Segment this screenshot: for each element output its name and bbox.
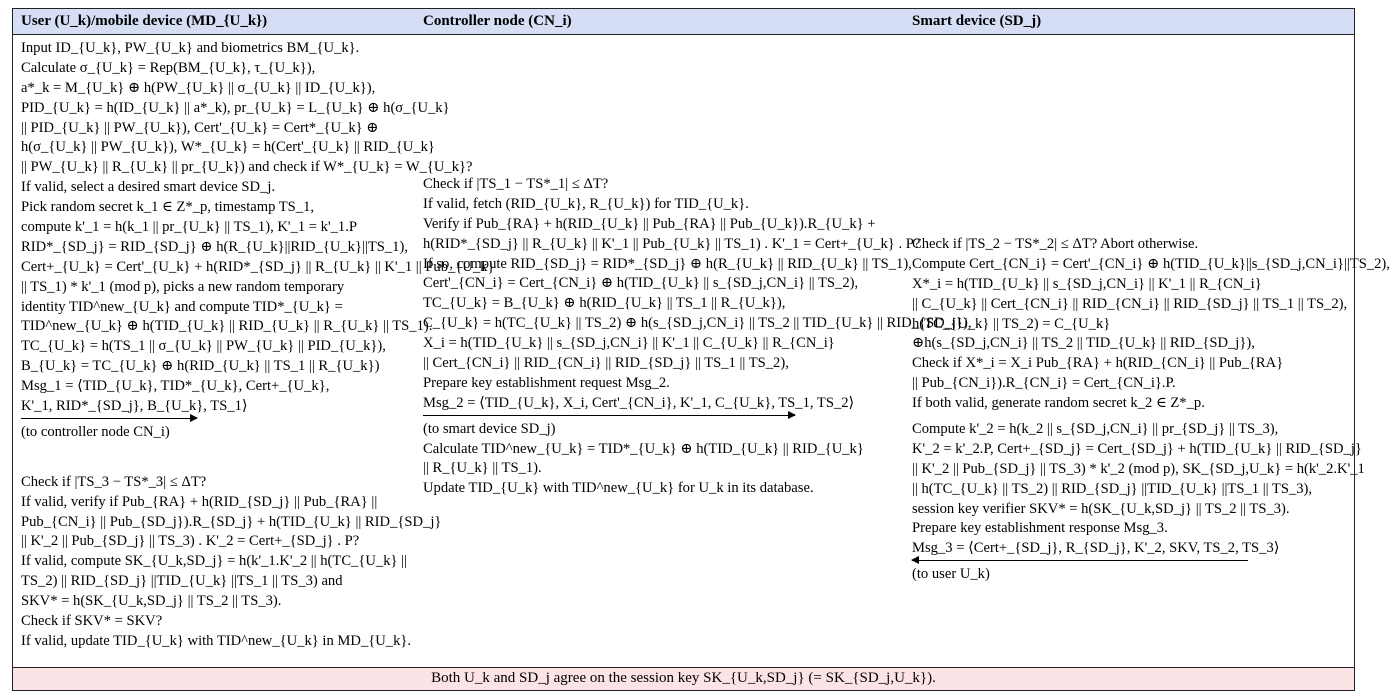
user-block2-line: TS_2) || RID_{SD_j} ||TID_{U_k} ||TS_1 |… <box>21 573 343 590</box>
header-user: User (U_k)/mobile device (MD_{U_k}) <box>21 13 268 29</box>
sd-block1-line: Check if X*_i = X_i Pub_{RA} + h(RID_{CN… <box>912 355 1284 372</box>
sd-block2-line: K'_2 = k'_2.P, Cert+_{SD_j} = Cert_{SD_j… <box>912 440 1362 457</box>
sd-block2-line: session key verifier SKV* = h(SK_{U_k,SD… <box>912 500 1290 517</box>
user-block2-line: Pub_{CN_i} || Pub_{SD_j}).R_{SD_j} + h(T… <box>21 513 442 530</box>
user-to-cn-label: (to controller node CN_i) <box>21 423 170 440</box>
cn-block-line: Cert'_{CN_i} = Cert_{CN_i} ⊕ h(TID_{U_k}… <box>423 275 859 292</box>
user-block1-line: || PW_{U_k} || R_{U_k} || pr_{U_k}) and … <box>21 159 473 176</box>
user-block1-line: Cert+_{U_k} = Cert'_{U_k} + h(RID*_{SD_j… <box>21 258 495 275</box>
sd-block2-line: || h(TC_{U_k} || TS_2) || RID_{SD_j} ||T… <box>912 480 1313 497</box>
cn-block2-line: Update TID_{U_k} with TID^new_{U_k} for … <box>423 480 814 497</box>
user-block2-line: If valid, compute SK_{U_k,SD_j} = h(k'_1… <box>21 553 407 570</box>
user-block1-line: PID_{U_k} = h(ID_{U_k} || a*_k), pr_{U_k… <box>21 99 450 116</box>
cn-block-line: Verify if Pub_{RA} + h(RID_{U_k} || Pub_… <box>423 215 876 232</box>
arrow-msg3 <box>911 556 1248 565</box>
sd-block1-line: Check if |TS_2 − TS*_2| ≤ ΔT? Abort othe… <box>912 236 1199 252</box>
user-block1-line: || PID_{U_k} || PW_{U_k}), Cert'_{U_k} =… <box>21 119 379 136</box>
cn-block-line: Msg_2 = ⟨TID_{U_k}, X_i, Cert'_{CN_i}, K… <box>423 394 855 411</box>
sd-block1-line: Compute Cert_{CN_i} = Cert'_{CN_i} ⊕ h(T… <box>912 255 1390 272</box>
smart-device-column: Check if |TS_2 − TS*_2| ≤ ΔT? Abort othe… <box>911 235 1390 585</box>
sd-block2-line: Prepare key establishment response Msg_3… <box>912 520 1168 537</box>
arrow-msg1 <box>21 413 198 422</box>
sd-block2-line: Compute k'_2 = h(k_2 || s_{SD_j,CN_i} ||… <box>912 421 1279 438</box>
protocol-table: User (U_k)/mobile device (MD_{U_k}) Cont… <box>12 8 1390 691</box>
user-block2-line: Check if SKV* = SKV? <box>21 613 163 630</box>
cn-block-line: || Cert_{CN_i} || RID_{CN_i} || RID_{SD_… <box>423 355 789 372</box>
user-block1-line: h(σ_{U_k} || PW_{U_k}), W*_{U_k} = h(Cer… <box>21 139 435 156</box>
user-block1-line: Pick random secret k_1 ∈ Z*_p, timestamp… <box>21 199 315 216</box>
user-block1-line: compute k'_1 = h(k_1 || pr_{U_k} || TS_1… <box>21 219 357 236</box>
controller-update-step: Calculate TID^new_{U_k} = TID*_{U_k} ⊕ h… <box>423 440 971 500</box>
user-block1-line: K'_1, RID*_{SD_j}, B_{U_k}, TS_1⟩ <box>21 398 248 415</box>
sd-block1-line: || Pub_{CN_i}).R_{CN_i} = Cert_{CN_i}.P. <box>912 375 1176 392</box>
sd-block1-line: X*_i = h(TID_{U_k} || s_{SD_j,CN_i} || K… <box>912 275 1262 292</box>
cn-to-sd-label: (to smart device SD_j) <box>423 420 556 437</box>
user-step-1: Input ID_{U_k}, PW_{U_k} and biometrics … <box>21 39 494 417</box>
cn-block-line: TC_{U_k} = B_{U_k} ⊕ h(RID_{U_k} || TS_1… <box>423 295 786 312</box>
sd-block2-line: Msg_3 = ⟨Cert+_{SD_j}, R_{SD_j}, K'_2, S… <box>912 540 1280 557</box>
cn-block-line: h(RID*_{SD_j} || R_{U_k} || K'_1 || Pub_… <box>423 235 921 252</box>
user-block1-line: TID^new_{U_k} ⊕ h(TID_{U_k} || RID_{U_k}… <box>21 318 433 335</box>
user-block1-line: If valid, select a desired smart device … <box>21 179 276 196</box>
smart-step-1: Check if |TS_2 − TS*_2| ≤ ΔT? Abort othe… <box>912 235 1390 414</box>
user-step-2: Check if |TS_3 − TS*_3| ≤ ΔT? If valid, v… <box>21 473 494 652</box>
user-block1-line: B_{U_k} = TC_{U_k} ⊕ h(RID_{U_k} || TS_1… <box>21 358 380 375</box>
smart-step-2: Compute k'_2 = h(k_2 || s_{SD_j,CN_i} ||… <box>912 420 1390 559</box>
cn-block2-line: || R_{U_k} || TS_1). <box>423 460 542 477</box>
sd-block1-line: h(TC_{U_k} || TS_2) = C_{U_k} <box>912 315 1111 332</box>
user-block2-line: If valid, verify if Pub_{RA} + h(RID_{SD… <box>21 493 378 510</box>
user-block2-line: If valid, update TID_{U_k} with TID^new_… <box>21 632 412 649</box>
cn-block-line: Check if |TS_1 − TS*_1| ≤ ΔT? <box>423 176 609 192</box>
controller-column: Check if |TS_1 − TS*_1| ≤ ΔT? If valid, f… <box>423 175 971 499</box>
user-block1-line: a*_k = M_{U_k} ⊕ h(PW_{U_k} || σ_{U_k} |… <box>21 79 376 96</box>
user-block1-line: identity TID^new_{U_k} and compute TID*_… <box>21 298 343 315</box>
sd-block1-line: ⊕h(s_{SD_j,CN_i} || TS_2 || TID_{U_k} ||… <box>912 335 1255 352</box>
user-block2-line: SKV* = h(SK_{U_k,SD_j} || TS_2 || TS_3). <box>21 593 282 610</box>
user-block1-line: Msg_1 = ⟨TID_{U_k}, TID*_{U_k}, Cert+_{U… <box>21 378 330 395</box>
user-block1-line: Calculate σ_{U_k} = Rep(BM_{U_k}, τ_{U_k… <box>21 59 316 76</box>
arrow-msg2 <box>423 410 796 419</box>
cn-block-line: C_{U_k} = h(TC_{U_k} || TS_2) ⊕ h(s_{SD_… <box>423 315 972 332</box>
cn-block2-line: Calculate TID^new_{U_k} = TID*_{U_k} ⊕ h… <box>423 440 864 457</box>
user-block1-line: TC_{U_k} = h(TS_1 || σ_{U_k} || PW_{U_k}… <box>21 338 386 355</box>
controller-step: Check if |TS_1 − TS*_1| ≤ ΔT? If valid, f… <box>423 175 971 414</box>
header-controller: Controller node (CN_i) <box>423 13 572 29</box>
user-column: Input ID_{U_k}, PW_{U_k} and biometrics … <box>21 39 494 652</box>
sd-block1-line: If both valid, generate random secret k_… <box>912 395 1205 412</box>
cn-block-line: If so, compute RID_{SD_j} = RID*_{SD_j} … <box>423 255 912 272</box>
cn-block-line: If valid, fetch (RID_{U_k}, R_{U_k}) for… <box>423 195 749 212</box>
table-header: User (U_k)/mobile device (MD_{U_k}) Cont… <box>13 9 1354 35</box>
sd-block1-line: || C_{U_k} || Cert_{CN_i} || RID_{CN_i} … <box>912 295 1348 312</box>
user-block1-line: || TS_1) * k'_1 (mod p), picks a new ran… <box>21 278 345 295</box>
cn-block-line: X_i = h(TID_{U_k} || s_{SD_j,CN_i} || K'… <box>423 335 835 352</box>
user-block2-line: Check if |TS_3 − TS*_3| ≤ ΔT? <box>21 473 207 490</box>
user-block1-line: RID*_{SD_j} = RID_{SD_j} ⊕ h(R_{U_k}||RI… <box>21 238 408 255</box>
header-smart-device: Smart device (SD_j) <box>912 13 1042 29</box>
user-block1-line: Input ID_{U_k}, PW_{U_k} and biometrics … <box>21 40 360 56</box>
session-key-footer: Both U_k and SD_j agree on the session k… <box>13 667 1354 690</box>
sd-to-user-label: (to user U_k) <box>912 566 990 583</box>
cn-block-line: Prepare key establishment request Msg_2. <box>423 374 670 391</box>
user-block2-line: || K'_2 || Pub_{SD_j} || TS_3) . K'_2 = … <box>21 533 360 550</box>
sd-block2-line: || K'_2 || Pub_{SD_j} || TS_3) * k'_2 (m… <box>912 460 1365 477</box>
